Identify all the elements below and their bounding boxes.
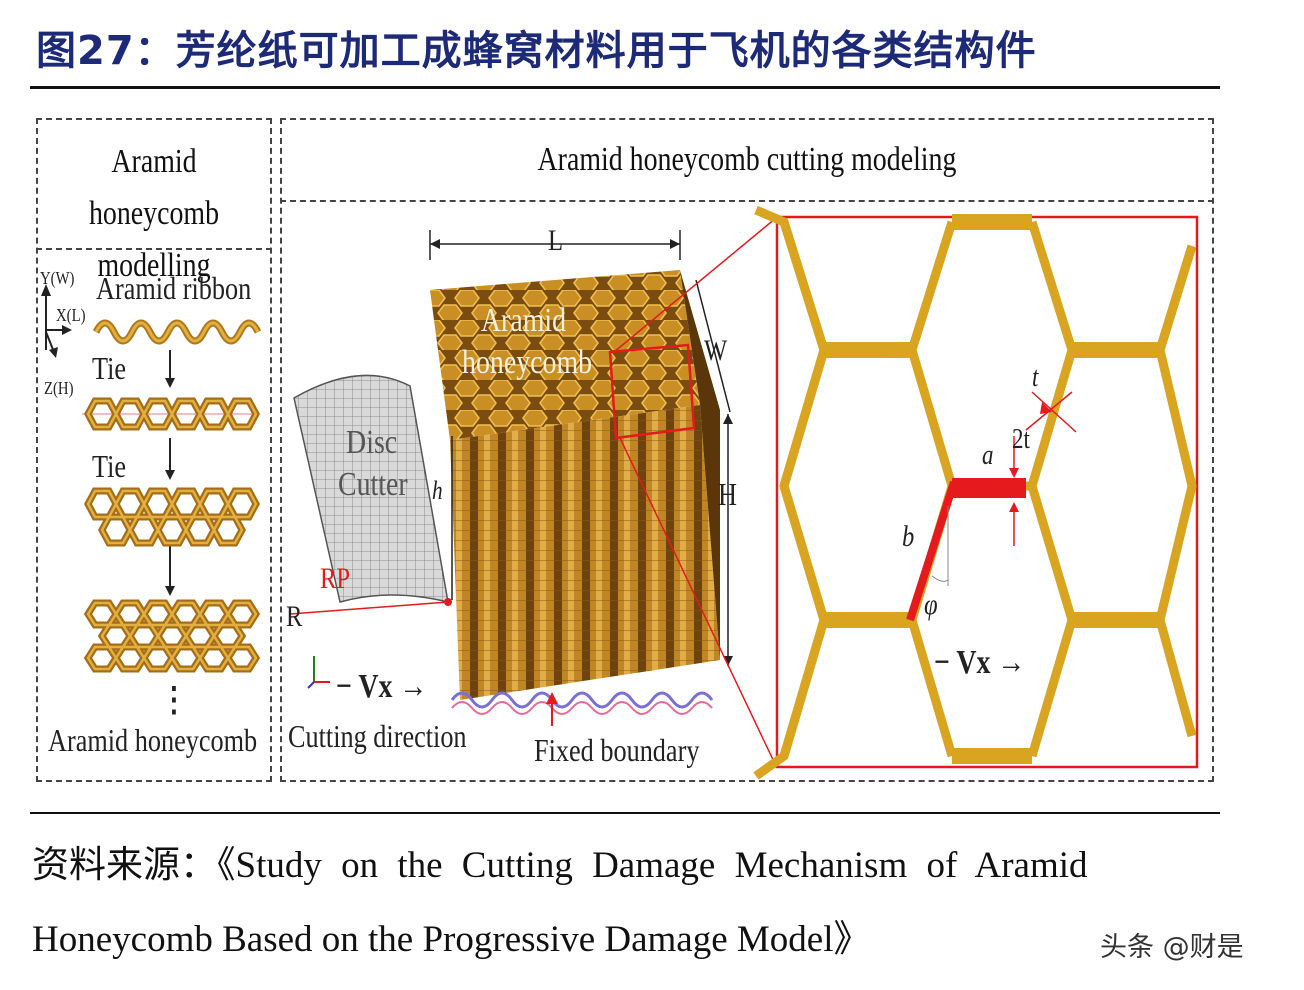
dimension-height-label: H — [718, 476, 737, 512]
left-panel-frame — [36, 118, 272, 782]
velocity-label-detail: − Vx → — [934, 644, 1026, 681]
watermark: 头条 @财是 — [1100, 932, 1244, 963]
disc-cutter — [289, 374, 452, 615]
source-line-1: 资料来源：《Study on the Cutting Damage Mechan… — [32, 845, 1088, 886]
aramid-honeycomb-result-label: Aramid honeycomb — [48, 722, 258, 758]
aramid-ribbon-wave — [92, 319, 262, 345]
honeycomb-cell-detail — [753, 205, 1199, 780]
right-panel-divider — [280, 200, 1214, 202]
right-panel-frame — [280, 118, 1214, 782]
left-panel-divider — [36, 248, 272, 250]
fixed-boundary-pointer — [546, 692, 558, 726]
velocity-label-block: − Vx → — [336, 668, 428, 705]
cutting-direction-label: Cutting direction — [288, 718, 467, 754]
cell-edge-a-label: a — [982, 440, 994, 471]
dimension-width-label: W — [704, 334, 728, 367]
aramid-honeycomb-block-label: Aramid honeycomb — [462, 302, 593, 381]
honeycomb-block — [429, 230, 733, 715]
r-label: R — [286, 600, 303, 633]
tied-ribbons-stage-1 — [82, 397, 260, 431]
title-underline — [30, 86, 1220, 89]
tied-ribbons-stage-2 — [84, 487, 260, 547]
axis-z-label: Z(H) — [44, 378, 74, 398]
source-divider — [30, 812, 1220, 814]
coordinate-axes — [41, 284, 72, 358]
tie-label-2: Tie — [92, 448, 127, 484]
ribbon-flow-arrows — [165, 350, 175, 596]
axis-y-label: Y(W) — [40, 268, 75, 288]
rp-label: RP — [320, 562, 351, 595]
aramid-ribbon-label: Aramid ribbon — [96, 270, 252, 306]
dimension-length-label: L — [548, 224, 564, 257]
cell-double-thickness-label: 2t — [1012, 424, 1030, 455]
cell-angle-phi-label: φ — [924, 588, 938, 621]
axis-x-label: X(L) — [56, 305, 86, 325]
disc-cutter-label: Disc Cutter — [338, 424, 408, 503]
left-panel-heading: Aramid honeycomb modelling — [88, 143, 220, 284]
zoom-connector-lines — [613, 217, 777, 767]
source-line-2: Honeycomb Based on the Progressive Damag… — [32, 919, 871, 960]
honeycomb-stage-3 — [83, 599, 261, 673]
figure-title: 图27：芳纶纸可加工成蜂窝材料用于飞机的各类结构件 — [36, 28, 1037, 74]
dimension-h-label: h — [432, 476, 443, 505]
cell-edge-b-label: b — [902, 520, 915, 553]
mini-axes-icon — [307, 656, 330, 689]
cell-thickness-t-label: t — [1032, 362, 1039, 393]
vertical-ellipsis: ⋮ — [160, 682, 188, 719]
right-panel-heading: Aramid honeycomb cutting modeling — [537, 141, 957, 178]
fixed-boundary-label: Fixed boundary — [534, 732, 700, 768]
tie-label-1: Tie — [92, 350, 127, 386]
